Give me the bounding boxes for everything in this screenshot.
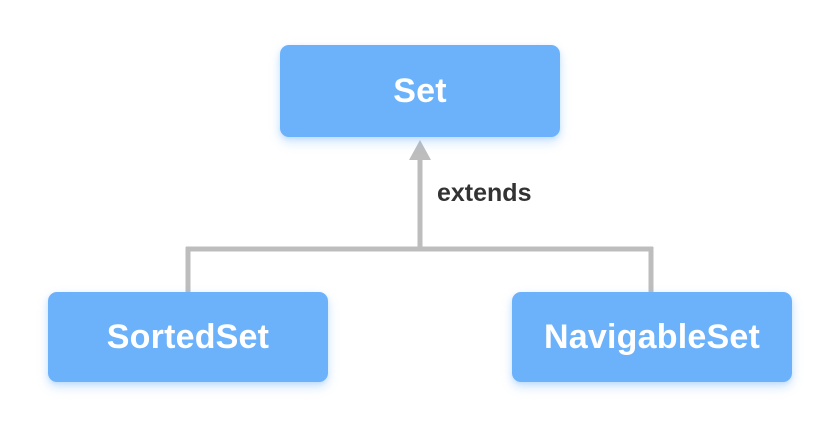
class-node-navigableset-label: NavigableSet xyxy=(544,318,760,356)
class-node-set[interactable]: Set xyxy=(280,45,560,137)
class-node-set-label: Set xyxy=(393,72,447,110)
class-node-sortedset[interactable]: SortedSet xyxy=(48,292,328,382)
extends-arrowhead xyxy=(409,140,431,160)
class-node-sortedset-label: SortedSet xyxy=(106,318,270,356)
relationship-label-extends: extends xyxy=(437,179,532,207)
class-node-navigableset[interactable]: NavigableSet xyxy=(512,292,792,382)
